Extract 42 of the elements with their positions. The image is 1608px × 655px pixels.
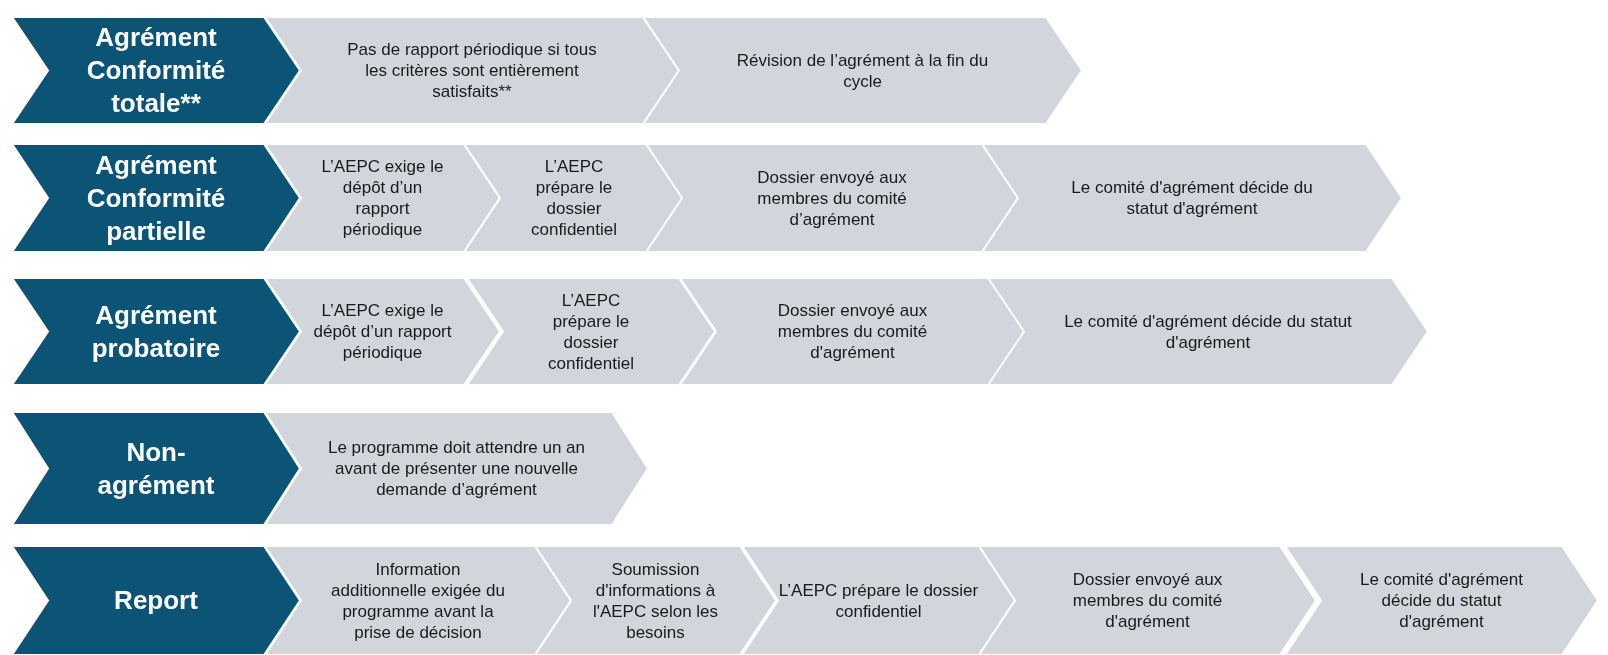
step-text: Soumission d'informations à l'AEPC selon les besoins <box>591 558 720 643</box>
process-step <box>979 546 1316 655</box>
category-banner <box>12 278 300 385</box>
process-step <box>265 412 648 525</box>
process-step <box>265 278 500 385</box>
category-label: Agrément probatoire <box>90 298 222 365</box>
step-text: Révision de l’agrément à la fin du cycle <box>735 49 990 92</box>
category-banner <box>12 144 300 252</box>
step-text: L’AEPC exige le dépôt d’un rapport périodique <box>320 156 445 240</box>
step-text: Dossier envoyé aux membres du comité d'agrément <box>1071 569 1224 632</box>
process-step <box>988 278 1428 385</box>
step-text: Le programme doit attendre un an avant de présenter une nouvelle demande d’agrément <box>326 437 587 500</box>
process-step <box>982 144 1402 252</box>
step-text: Dossier envoyé aux membres du comité d'agrément <box>776 300 929 363</box>
step-text: Pas de rapport périodique si tous les critères sont entièrement satisfaits** <box>346 39 598 102</box>
step-text: L’AEPC prépare le dossier confidentiel <box>778 579 979 622</box>
process-step <box>680 278 1025 385</box>
process-step <box>467 278 715 385</box>
step-text: Le comité d'agrément décide du statut d'agrément <box>1359 569 1524 632</box>
process-step <box>535 546 776 655</box>
category-label: Agrément <box>95 21 217 54</box>
category-banner <box>12 17 300 124</box>
process-step <box>265 546 571 655</box>
category-label: Agrément <box>95 148 217 182</box>
process-step <box>643 17 1082 124</box>
process-step <box>1285 546 1598 655</box>
category-banner <box>12 546 300 655</box>
step-text: Le comité d'agrément décide du statut d'agrément <box>1070 177 1314 219</box>
step-text: L’AEPC prépare le dossier confidentiel <box>547 289 635 374</box>
category-label: Report <box>114 584 198 617</box>
category-label: Conformité partielle <box>85 181 227 248</box>
step-text: Dossier envoyé aux membres du comité d’agrément <box>756 166 908 230</box>
process-step <box>265 17 679 124</box>
category-label: Non-agrément <box>96 435 216 502</box>
process-step <box>265 144 500 252</box>
step-text: L’AEPC prépare le dossier confidentiel <box>530 156 618 240</box>
category-banner <box>12 412 300 525</box>
step-text: Information additionnelle exigée du programme avant la prise de décision <box>330 558 506 643</box>
step-text: Le comité d'agrément décide du statut d'agrément <box>1063 310 1353 353</box>
process-step <box>742 546 1015 655</box>
category-label: Conformité totale** <box>85 54 227 120</box>
step-text: L’AEPC exige le dépôt d’un rapport périodique <box>312 300 453 363</box>
